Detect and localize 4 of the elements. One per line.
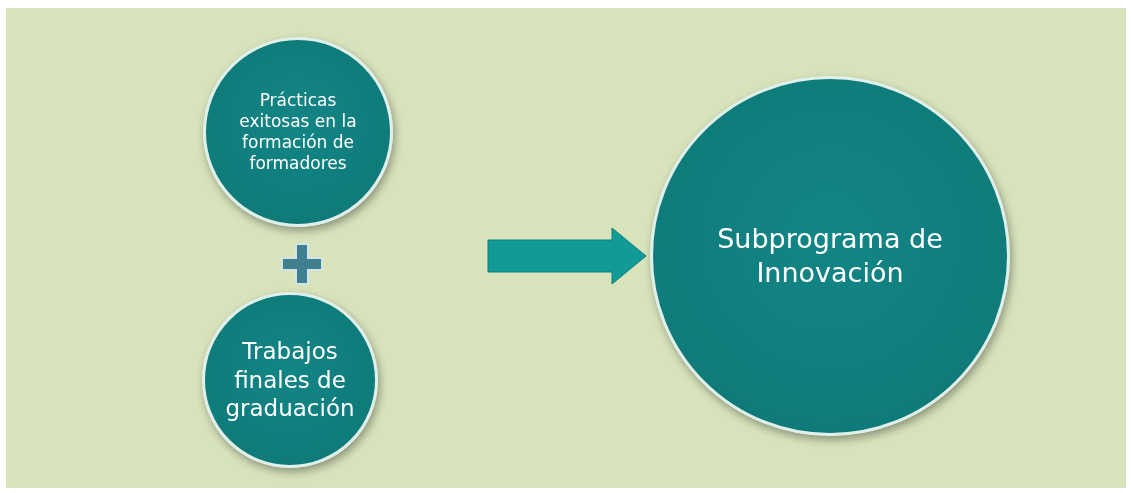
block-arrow [487,227,647,285]
circle-node: Trabajos finales de graduación [202,292,378,468]
circle-node: Prácticas exitosas en la formación de formadores [203,37,393,227]
circle-node: Subprograma de Innovación [650,76,1010,436]
